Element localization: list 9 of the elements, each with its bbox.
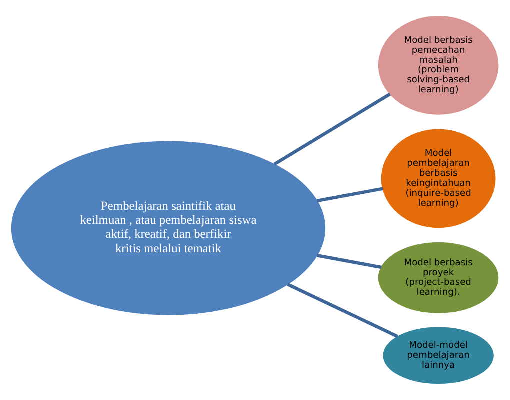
node-ellipse: Pembelajaran saintifik atau keilmuan , atau pembelajaran siswa aktif, kreatif, dan berfikir kritis melalui tematik bbox=[11, 141, 326, 316]
node-ellipse: Model berbasis proyek (project-based learning). bbox=[378, 242, 499, 314]
node-ellipse: Model-model pembelajaran lainnya bbox=[383, 327, 494, 384]
connector bbox=[287, 283, 399, 338]
connector bbox=[316, 187, 384, 203]
connector bbox=[274, 92, 391, 166]
node-ellipse: Model berbasis pemecahan masalah (problem solving-based learning) bbox=[378, 16, 499, 115]
node-ellipse: Model pembelajaran berbasis keingintahuan (inquire-based learning) bbox=[381, 129, 496, 228]
connector bbox=[316, 254, 382, 270]
